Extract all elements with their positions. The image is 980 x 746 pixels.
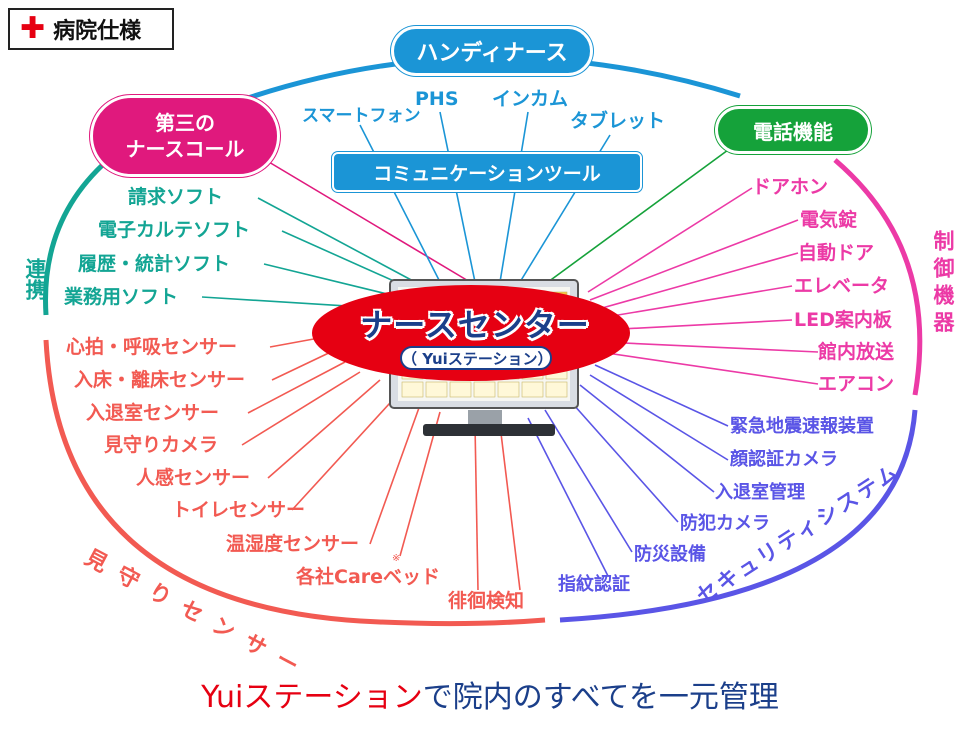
connector-line bbox=[369, 404, 421, 545]
watch-item-6: 温湿度センサー bbox=[226, 533, 360, 555]
screen-tile bbox=[497, 381, 520, 398]
nurse-center-title: ナースセンター bbox=[360, 306, 590, 344]
security-item-0: 緊急地震速報装置 bbox=[730, 416, 874, 437]
security-item-3: 防犯カメラ bbox=[680, 513, 770, 534]
connector-line bbox=[589, 374, 729, 461]
connector-line bbox=[527, 417, 609, 577]
connector-line bbox=[601, 319, 793, 331]
connector-line bbox=[594, 364, 729, 427]
third-nurse-call-pill: 第三の ナースコール bbox=[90, 95, 280, 177]
watch-item-1: 入床・離床センサー bbox=[74, 369, 246, 391]
connector-line bbox=[474, 424, 479, 591]
control-text: 制御機器 bbox=[931, 230, 955, 338]
connector-line bbox=[547, 149, 729, 283]
connector-line bbox=[499, 111, 529, 283]
connector-line bbox=[267, 379, 381, 479]
third-nurse-call-line2: ナースコール bbox=[125, 137, 245, 161]
handy-nurse-pill: ハンディナース bbox=[391, 26, 593, 76]
connector-line bbox=[601, 341, 819, 353]
connector-line bbox=[564, 394, 679, 523]
connector-line bbox=[439, 111, 476, 283]
control-item-2: 自動ドア bbox=[798, 242, 875, 264]
control-item-0: ドアホン bbox=[752, 176, 829, 198]
third-nurse-call-line1: 第三の bbox=[155, 111, 215, 135]
renkei-text: 連携 bbox=[23, 258, 47, 300]
control-item-4: LED案内板 bbox=[794, 309, 892, 331]
watch-item-3: 見守りカメラ bbox=[104, 434, 219, 456]
security-item-5: 指紋認証 bbox=[558, 574, 630, 595]
watch-arc bbox=[43, 339, 546, 627]
renkei-item-business: 業務用ソフト bbox=[64, 286, 179, 308]
watch-item-4: 人感センサー bbox=[136, 467, 251, 489]
connector-line bbox=[271, 349, 336, 381]
badge-text: 病院仕様 bbox=[53, 19, 142, 44]
section-control-title: 制御機器 bbox=[930, 230, 955, 344]
connector-line bbox=[257, 197, 431, 291]
screen-tile bbox=[545, 381, 568, 398]
security-arc bbox=[559, 409, 918, 623]
device-intercom: インカム bbox=[492, 88, 569, 110]
renkei-item-billing: 請求ソフト bbox=[128, 186, 224, 208]
watch-item-0: 心拍・呼吸センサー bbox=[66, 336, 238, 358]
watch-note-mark: ※ bbox=[392, 553, 401, 564]
nurse-center-subtitle: （ Yuiステーション） bbox=[400, 346, 553, 370]
connector-line bbox=[579, 384, 715, 493]
watch-item-5: トイレセンサー bbox=[172, 499, 306, 521]
phone-function-pill: 電話機能 bbox=[715, 106, 871, 154]
connector-line bbox=[594, 252, 799, 311]
device-tablet: タブレット bbox=[570, 110, 666, 132]
device-phs: PHS bbox=[415, 88, 459, 110]
device-smartphone: スマートフォン bbox=[302, 106, 421, 126]
connector-line bbox=[291, 391, 401, 511]
red-cross-icon: ✚ bbox=[20, 11, 46, 46]
caption-part1: Yuiステーション bbox=[201, 680, 423, 715]
connector-line bbox=[499, 424, 521, 591]
section-renkei-title: 連携 bbox=[22, 258, 47, 306]
screen-tile bbox=[401, 381, 424, 398]
control-item-6: エアコン bbox=[818, 373, 895, 395]
connector-line bbox=[247, 361, 346, 414]
watch-item-2: 入退室センサー bbox=[86, 402, 220, 424]
connector-line bbox=[544, 409, 633, 553]
control-arc bbox=[833, 158, 923, 396]
security-item-2: 入退室管理 bbox=[715, 482, 805, 503]
screen-tile bbox=[473, 381, 496, 398]
caption-part2: で院内のすべてを一元管理 bbox=[422, 680, 779, 715]
bottom-caption: Yuiステーションで院内のすべてを一元管理 bbox=[0, 672, 980, 716]
control-item-3: エレベータ bbox=[794, 275, 890, 297]
connector-line bbox=[231, 139, 471, 283]
control-item-1: 電気錠 bbox=[800, 209, 858, 231]
hospital-spec-badge: ✚ 病院仕様 bbox=[8, 8, 174, 50]
connector-line bbox=[599, 285, 793, 319]
connector-line bbox=[599, 351, 819, 385]
connector-line bbox=[587, 187, 753, 293]
watch-item-7: 各社Careベッド bbox=[296, 566, 441, 588]
control-item-5: 館内放送 bbox=[818, 341, 895, 363]
connector-line bbox=[241, 371, 361, 446]
screen-tile bbox=[425, 381, 448, 398]
connector-line bbox=[589, 219, 799, 301]
renkei-arc bbox=[43, 158, 110, 316]
watch-item-8: 徘徊検知 bbox=[448, 590, 525, 612]
renkei-item-history: 履歴・統計ソフト bbox=[78, 253, 231, 275]
connector-line bbox=[359, 124, 441, 283]
screen-tile bbox=[521, 381, 544, 398]
screen-tile bbox=[449, 381, 472, 398]
security-item-4: 防災設備 bbox=[634, 544, 706, 565]
communication-tool-box: コミュニケーションツール bbox=[332, 152, 642, 192]
security-item-1: 顔認証カメラ bbox=[730, 449, 838, 470]
renkei-item-ekarte: 電子カルテソフト bbox=[98, 219, 251, 241]
